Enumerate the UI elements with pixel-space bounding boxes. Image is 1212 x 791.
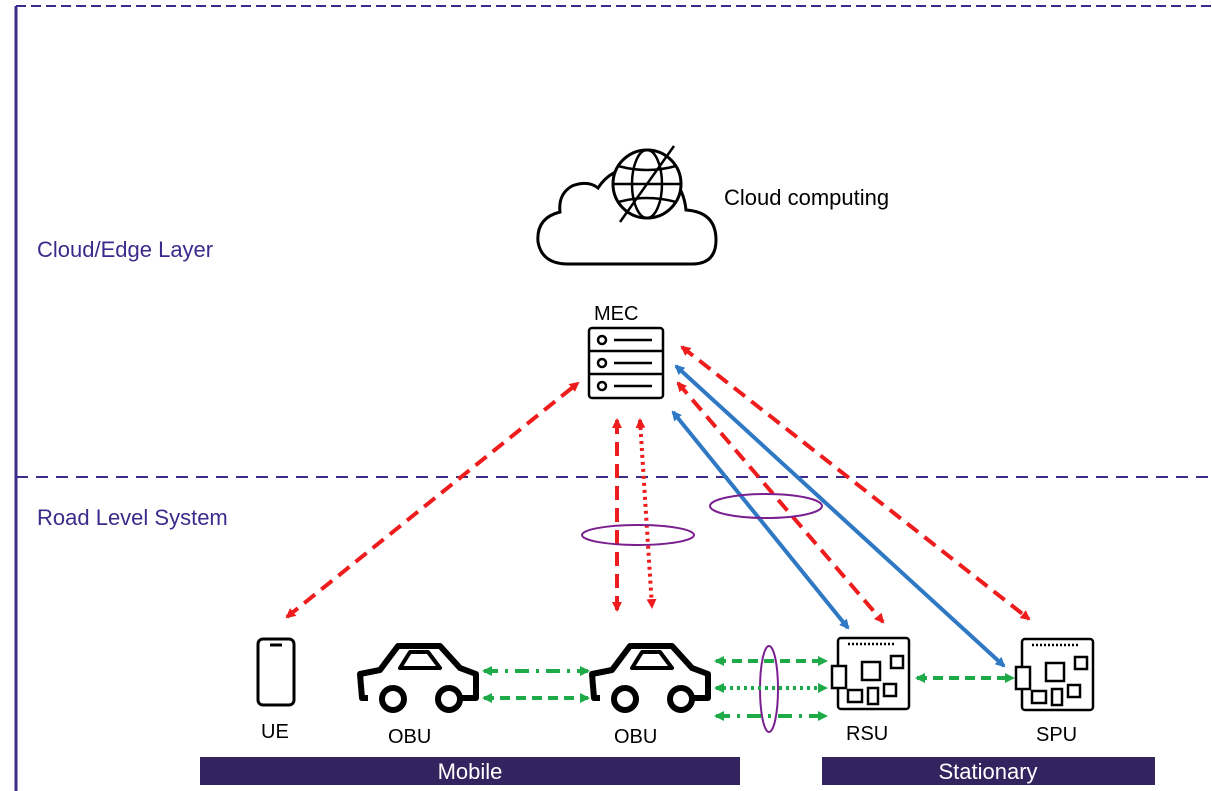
link-obu-mec-dotted bbox=[635, 418, 657, 609]
mobile-group-label: Mobile bbox=[438, 759, 503, 784]
car-icon bbox=[589, 643, 711, 713]
rsu-label: RSU bbox=[846, 723, 888, 745]
diagram-frame bbox=[14, 5, 1212, 791]
cloud-edge-layer-label: Cloud/Edge Layer bbox=[37, 237, 213, 262]
car-icon bbox=[357, 643, 479, 713]
stationary-group-bar bbox=[822, 757, 1155, 785]
ellipse-obu-rsu-group bbox=[759, 645, 779, 733]
ellipse-rsu-mec-group bbox=[709, 493, 823, 519]
obu-center-label: OBU bbox=[614, 726, 657, 748]
circuit-board-icon bbox=[1014, 637, 1095, 712]
circuit-board-icon bbox=[830, 636, 911, 711]
link-spu-mec-red bbox=[680, 345, 1031, 621]
mec-links bbox=[285, 345, 1031, 668]
link-rsu-mec-red bbox=[676, 381, 885, 624]
obu-left-label: OBU bbox=[388, 726, 431, 748]
mec-label: MEC bbox=[594, 303, 638, 325]
road-level-system-label: Road Level System bbox=[37, 505, 228, 530]
cloud-computing-label: Cloud computing bbox=[724, 185, 889, 210]
mobile-group-bar bbox=[200, 757, 740, 785]
ellipse-obu-mec-group bbox=[581, 524, 695, 546]
cloud-globe-icon bbox=[536, 145, 718, 266]
mec-server-icon bbox=[587, 326, 665, 400]
stationary-group-label: Stationary bbox=[938, 759, 1037, 784]
ue-label: UE bbox=[261, 721, 289, 743]
spu-label: SPU bbox=[1036, 724, 1077, 746]
phone-icon bbox=[256, 637, 296, 707]
link-ue-mec bbox=[285, 381, 580, 619]
device-links bbox=[482, 656, 1015, 721]
